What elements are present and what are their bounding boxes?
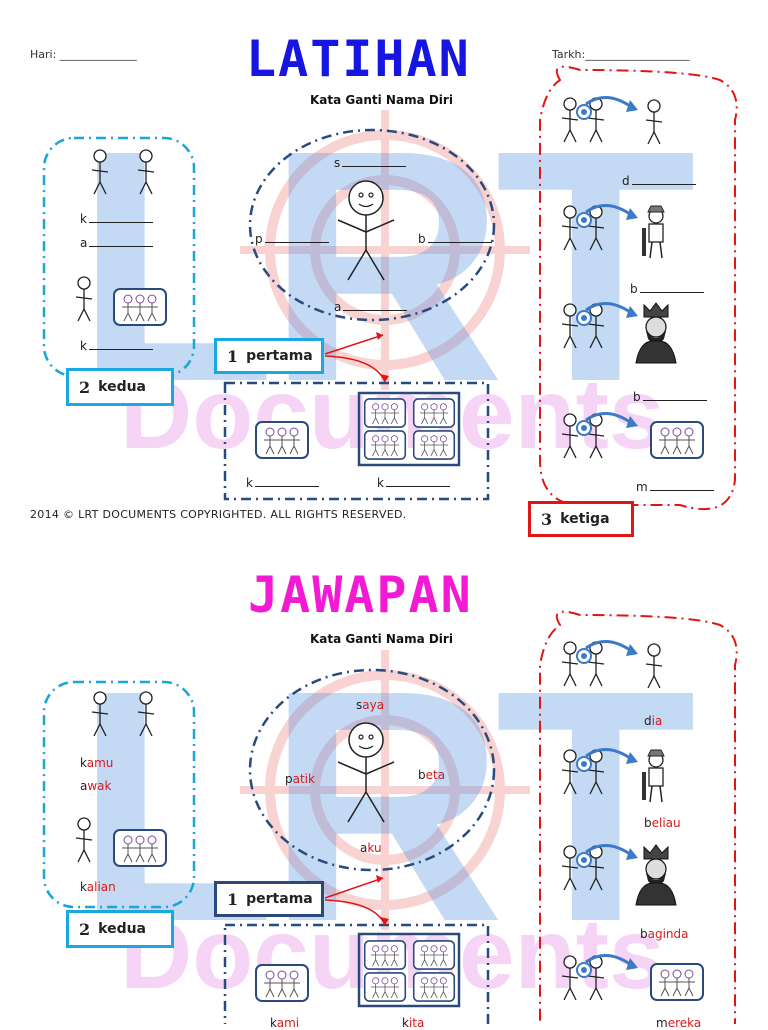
answer-baginda: baginda xyxy=(640,927,689,941)
blank-first-a[interactable]: a xyxy=(334,300,408,314)
plural-box-kita-top xyxy=(363,398,407,428)
tarikh-label: Tarkh:___________________ xyxy=(552,48,690,61)
watermark-word-top: Documents xyxy=(120,358,665,470)
answer-mereka: mereka xyxy=(656,1016,702,1030)
blank-first-p[interactable]: p xyxy=(255,232,329,246)
watermark-word-bottom: Documents xyxy=(120,898,665,1010)
number-three-icon: 3 xyxy=(541,509,553,529)
answers-tag-kedua: 2 kedua xyxy=(66,910,174,948)
blank-first-s[interactable]: s xyxy=(334,156,407,170)
answer-aku: aku xyxy=(360,841,382,855)
tag-kedua: 2 kedua xyxy=(66,368,174,406)
blank-third-b2[interactable]: b xyxy=(633,390,707,404)
tag-pertama-label: pertama xyxy=(246,348,313,364)
tag-ketiga: 3 ketiga xyxy=(528,501,634,537)
answer-kami: kami xyxy=(270,1016,300,1030)
blank-third-d[interactable]: d xyxy=(622,174,696,188)
answer-kamu: kamu xyxy=(80,756,114,770)
answer-saya: saya xyxy=(356,698,385,712)
answers-tag-pertama-label: pertama xyxy=(246,891,313,907)
answers-tag-pertama: 1 pertama xyxy=(214,881,324,917)
copyright-footer: 2014 © LRT DOCUMENTS COPYRIGHTED. ALL RI… xyxy=(30,508,407,521)
answer-awak: awak xyxy=(80,779,112,793)
blank-third-b1[interactable]: b xyxy=(630,282,704,296)
worksheet-subtitle: Kata Ganti Nama Diri xyxy=(310,93,453,107)
answer-kalian: kalian xyxy=(80,880,116,894)
answer-dia: dia xyxy=(644,714,663,728)
blank-plural-k2[interactable]: k xyxy=(377,476,450,490)
blank-plural-k1[interactable]: k xyxy=(246,476,319,490)
number-two-icon: 2 xyxy=(79,919,91,939)
tag-pertama: 1 pertama xyxy=(214,338,324,374)
worksheet-title: LATIHAN xyxy=(246,30,471,88)
tag-kedua-label: kedua xyxy=(98,379,147,395)
answers-tag-kedua-label: kedua xyxy=(98,921,147,937)
answer-kita: kita xyxy=(402,1016,425,1030)
answer-patik: patik xyxy=(285,772,315,786)
blank-second-k1[interactable]: k xyxy=(80,212,153,226)
blank-first-b[interactable]: b xyxy=(418,232,492,246)
blank-third-m[interactable]: m xyxy=(636,480,714,494)
answer-beta: beta xyxy=(418,768,446,782)
answers-title: JAWAPAN xyxy=(248,566,473,624)
blank-second-k2[interactable]: k xyxy=(80,339,153,353)
number-one-icon: 1 xyxy=(227,346,239,366)
tag-ketiga-label: ketiga xyxy=(560,511,610,527)
answers-subtitle: Kata Ganti Nama Diri xyxy=(310,632,453,646)
answer-beliau: beliau xyxy=(644,816,681,830)
number-two-icon: 2 xyxy=(79,377,91,397)
hari-label: Hari: ______________ xyxy=(30,48,137,61)
number-one-icon: 1 xyxy=(227,889,239,909)
blank-second-a[interactable]: a xyxy=(80,236,154,250)
